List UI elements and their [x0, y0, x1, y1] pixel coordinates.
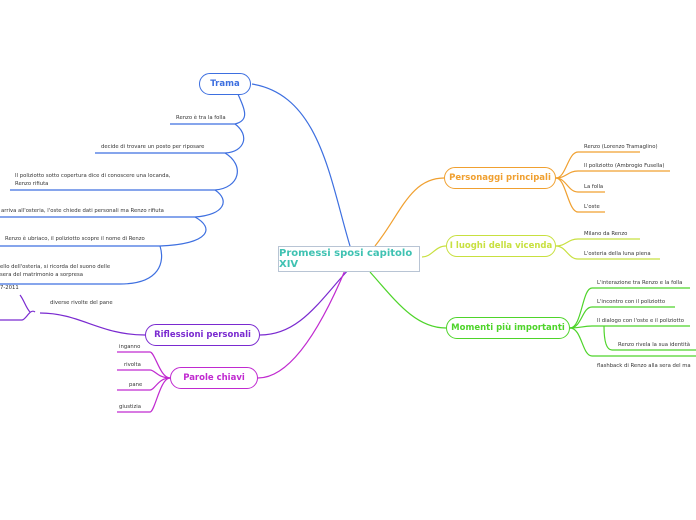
trama-item[interactable]: Il poliziotto sotto copertura dice di co…: [15, 173, 170, 188]
connector-personaggi-item: [555, 177, 605, 213]
connector-momenti: [369, 271, 447, 329]
connector-luoghi: [421, 245, 447, 258]
connector-momenti-item: [569, 306, 675, 329]
connector-riflessioni-sub: [0, 310, 36, 321]
connector-trama-item: [0, 245, 163, 285]
node-riflessioni-personali[interactable]: Riflessioni personali: [145, 324, 260, 346]
trama-item[interactable]: arriva all'osteria, l'oste chiede dati p…: [1, 208, 164, 214]
connector-luoghi-item: [555, 238, 640, 247]
connector-momenti-sub: [603, 325, 696, 351]
connector-trama: [251, 83, 351, 247]
node-luoghi-vicenda[interactable]: I luoghi della vicenda: [446, 235, 556, 257]
momenti-item[interactable]: Il dialogo con l'oste e il poliziotto: [597, 318, 684, 324]
connector-parole-item: [117, 351, 171, 379]
luoghi-item[interactable]: Milano da Renzo: [584, 231, 628, 237]
connector-riflessioni: [259, 267, 351, 336]
connector-riflessioni-item: [39, 312, 146, 336]
connector-momenti-item: [569, 287, 690, 329]
trama-item[interactable]: ello dell'osteria, si ricorda del suono …: [0, 264, 110, 279]
trama-item[interactable]: Renzo è ubriaco, il poliziotto scopre il…: [5, 236, 145, 242]
connector-momenti-item: [569, 325, 690, 329]
connector-parole-item: [117, 377, 171, 413]
trama-item-line: Il poliziotto sotto copertura dice di co…: [15, 173, 171, 179]
luoghi-item[interactable]: L'osteria della luna piena: [584, 251, 651, 257]
trama-item[interactable]: decide di trovare un posto per riposare: [101, 144, 205, 150]
central-topic[interactable]: Promessi sposi capitolo XIV: [278, 246, 420, 272]
parole-item[interactable]: pane: [129, 382, 143, 388]
personaggi-item[interactable]: Il poliziotto (Ambrogio Fusella): [584, 163, 665, 169]
momenti-item[interactable]: L'incontro con il poliziotto: [597, 299, 666, 305]
parole-item[interactable]: rivolta: [124, 362, 141, 368]
riflessioni-sub-item[interactable]: 7-2011: [0, 285, 19, 291]
connector-momenti-item: [569, 327, 696, 357]
connector-parole-item: [117, 369, 171, 379]
personaggi-item[interactable]: La folla: [584, 184, 604, 190]
riflessioni-item[interactable]: diverse rivolte del pane: [50, 300, 113, 306]
parole-item[interactable]: giustizia: [119, 404, 141, 410]
connector-parole: [257, 267, 347, 379]
personaggi-item[interactable]: L'oste: [584, 204, 600, 210]
trama-item-line: ello dell'osteria, si ricorda del suono …: [0, 264, 111, 270]
connector-parole-item: [117, 377, 171, 391]
node-trama[interactable]: Trama: [199, 73, 251, 95]
trama-item[interactable]: Renzo è tra la folla: [176, 115, 226, 121]
node-momenti-importanti[interactable]: Momenti più importanti: [446, 317, 570, 339]
personaggi-item[interactable]: Renzo (Lorenzo Tramaglino): [584, 144, 658, 150]
node-parole-chiavi[interactable]: Parole chiavi: [170, 367, 258, 389]
trama-item-line: Renzo rifiuta: [15, 180, 49, 187]
connector-luoghi-item: [555, 245, 660, 260]
connector-personaggi-item: [555, 151, 640, 179]
connector-personaggi: [374, 177, 445, 247]
parole-item[interactable]: inganno: [119, 344, 141, 350]
node-personaggi-principali[interactable]: Personaggi principali: [444, 167, 556, 189]
connector-personaggi-item: [555, 170, 670, 179]
connector-trama-item: [0, 216, 207, 247]
momenti-sub-item[interactable]: Renzo rivela la sua identità: [618, 342, 690, 348]
trama-item-line: sera del matrimonio a sorpresa: [0, 271, 83, 278]
momenti-item[interactable]: flashback di Renzo alla sera del ma: [597, 363, 691, 369]
momenti-item[interactable]: L'interazione tra Renzo e la folla: [597, 280, 683, 286]
